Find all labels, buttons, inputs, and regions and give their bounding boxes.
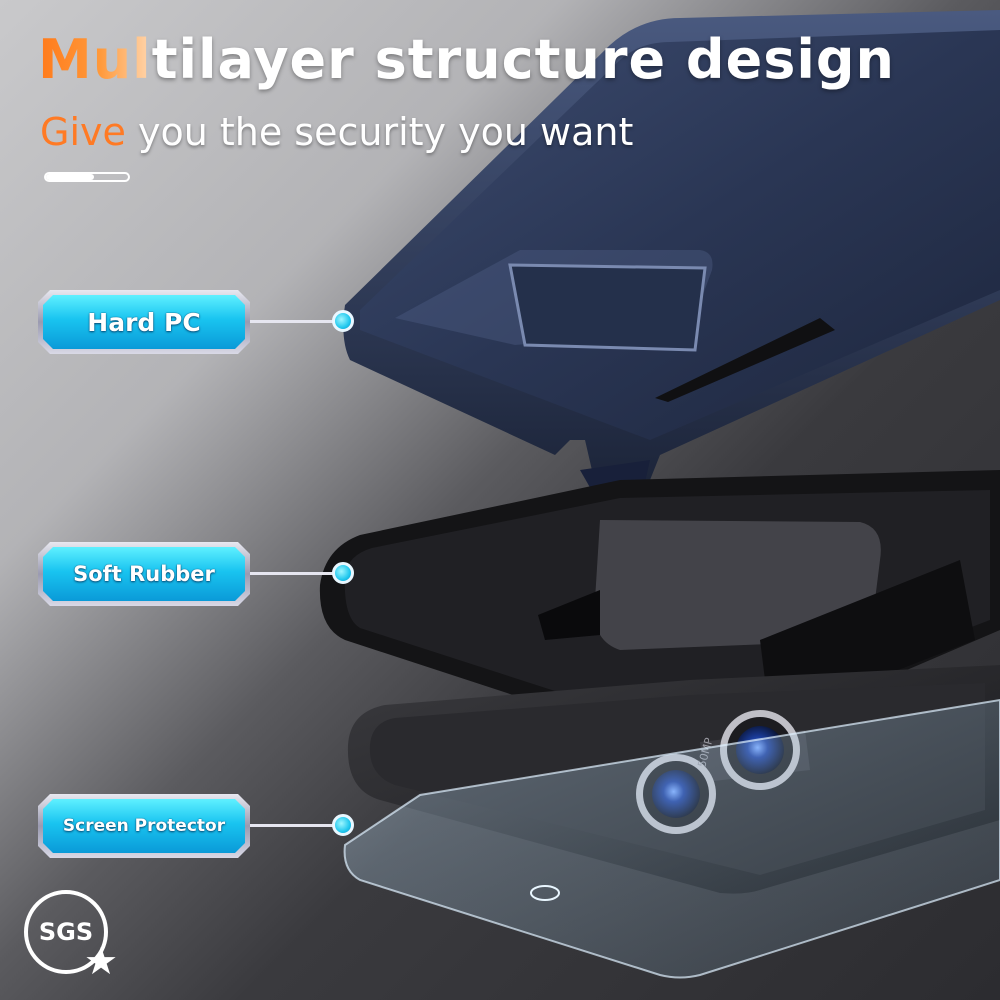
callout-label-screen-protector: Screen Protector: [62, 816, 226, 836]
subheadline-rest: you the security you want: [125, 110, 634, 154]
sgs-ring: SGS: [24, 890, 108, 974]
soft-rubber-layer: [319, 470, 1000, 730]
hard-pc-layer: [343, 10, 1000, 505]
callout-connector-line: [250, 320, 334, 323]
callout-label-hard-pc: Hard PC: [87, 307, 201, 337]
screen-protector-layer: [343, 698, 1000, 979]
progress-fill: [46, 174, 94, 180]
callout-badge: Soft Rubber: [43, 547, 245, 601]
callout-hard-pc: Hard PC: [38, 290, 354, 354]
callout-label-soft-rubber: Soft Rubber: [73, 562, 215, 586]
callout-pointer-dot: [332, 562, 354, 584]
callout-badge: Hard PC: [43, 295, 245, 349]
sgs-text: SGS: [38, 918, 94, 946]
star-icon: ★: [84, 939, 119, 983]
callout-soft-rubber: Soft Rubber: [38, 542, 354, 606]
callout-pointer-dot: [332, 310, 354, 332]
callout-badge: Screen Protector: [43, 799, 245, 853]
callout-screen-protector: Screen Protector: [38, 794, 354, 858]
subheadline-accent: Give: [40, 110, 126, 154]
sgs-certification-badge: SGS ★: [22, 888, 118, 984]
headline: Multilayer structure design: [38, 28, 895, 91]
headline-rest: tilayer structure design: [151, 28, 895, 91]
headline-accent: Mul: [38, 28, 152, 91]
callout-connector-line: [250, 572, 334, 575]
callout-connector-line: [250, 824, 334, 827]
decorative-progress-bar: [44, 172, 130, 182]
subheadline: Give you the security you want: [40, 110, 633, 154]
callout-pointer-dot: [332, 814, 354, 836]
